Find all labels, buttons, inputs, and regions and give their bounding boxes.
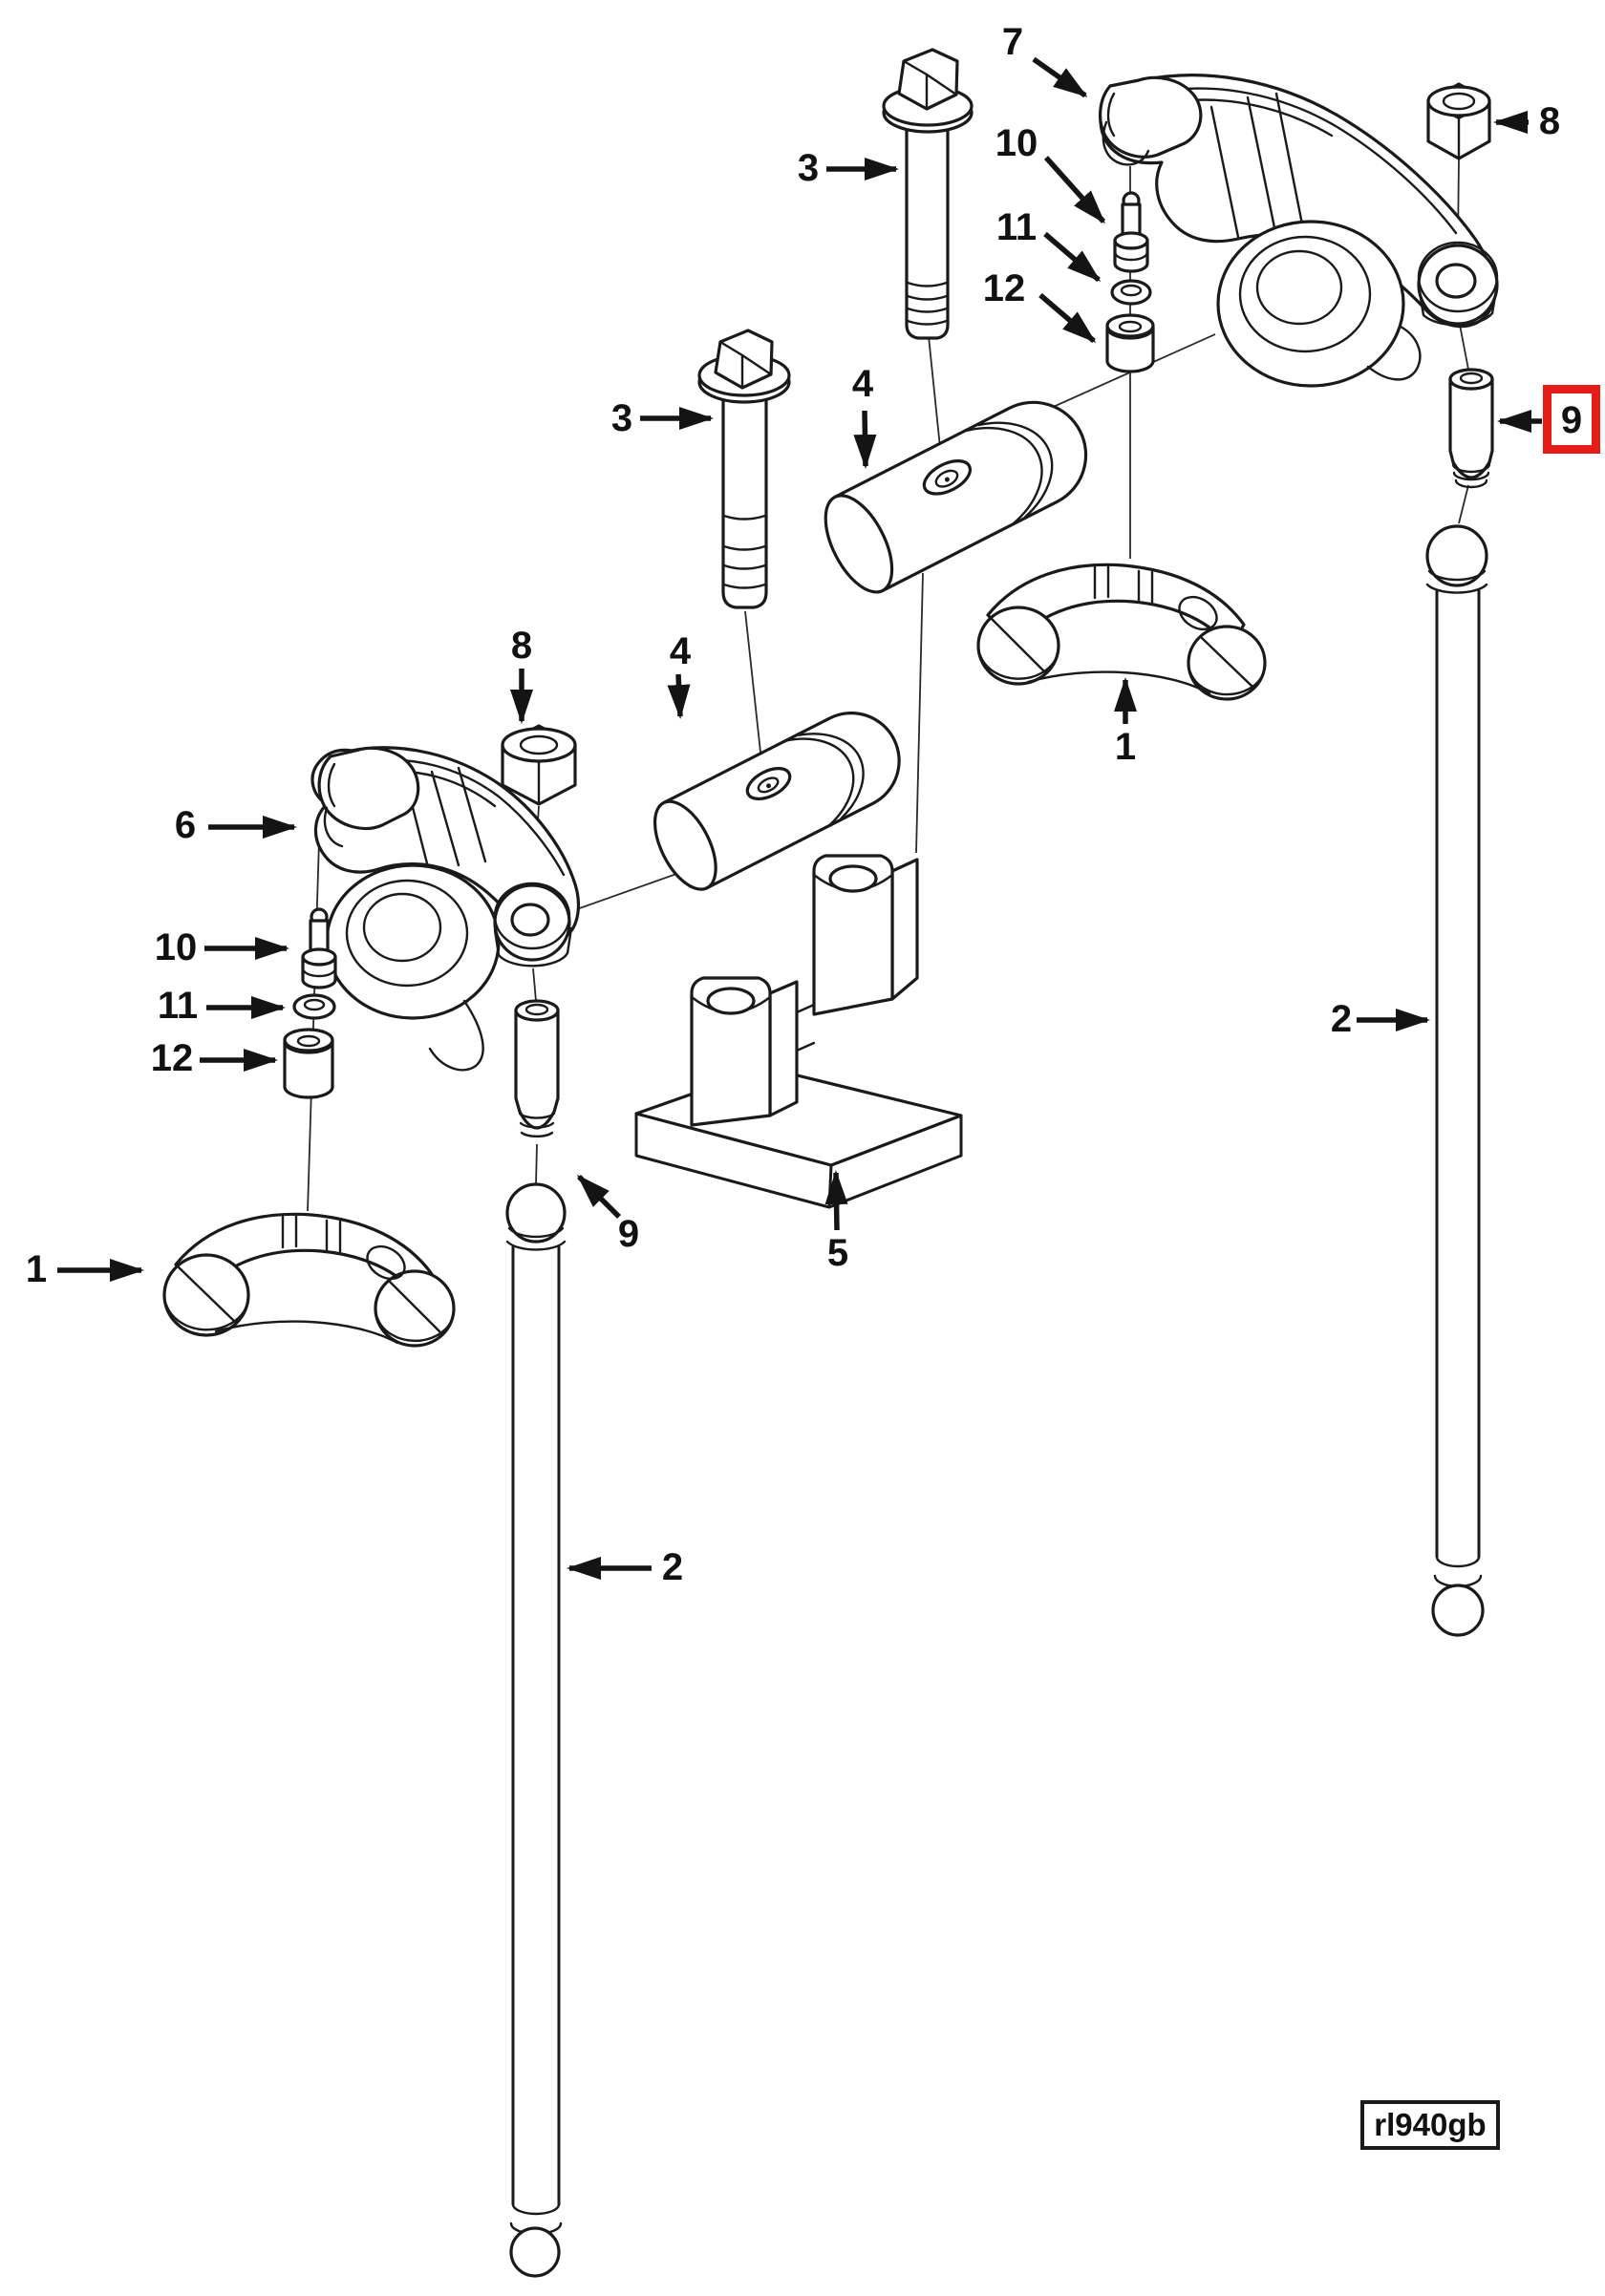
callout-10-left[interactable]: 10 xyxy=(154,926,198,968)
callout-6[interactable]: 6 xyxy=(174,804,197,846)
part-12-bushing-left xyxy=(283,1028,334,1099)
part-4-trunnion-mid xyxy=(653,712,901,891)
arrow-7 xyxy=(1032,56,1088,98)
arrow-12-right xyxy=(1038,292,1097,344)
callout-9-mid[interactable]: 9 xyxy=(617,1213,640,1255)
callout-2-left[interactable]: 2 xyxy=(661,1546,684,1588)
part-10-adjusting-screw-left xyxy=(301,907,337,989)
diagram-code: rl940gb xyxy=(1360,2100,1500,2150)
part-1-retainer-right xyxy=(976,563,1267,701)
callout-10-right[interactable]: 10 xyxy=(995,122,1038,164)
part-10-adjusting-screw-right xyxy=(1113,191,1149,273)
callout-9-right-highlighted[interactable]: 9 xyxy=(1543,385,1600,454)
callout-11-left[interactable]: 11 xyxy=(157,985,199,1027)
part-3-bolt-mid xyxy=(697,329,791,609)
callout-12-right[interactable]: 12 xyxy=(982,267,1026,309)
callout-4-top[interactable]: 4 xyxy=(851,363,874,405)
arrow-11-right xyxy=(1043,231,1102,283)
arrow-4-top xyxy=(853,410,877,469)
callout-1-left[interactable]: 1 xyxy=(25,1248,48,1290)
part-4-trunnion-top xyxy=(824,400,1088,594)
callout-11-right[interactable]: 11 xyxy=(995,206,1038,248)
callout-arrows xyxy=(57,56,1542,1580)
part-5-guide-bracket xyxy=(634,854,963,1209)
part-7-rocker-arm xyxy=(1099,74,1499,388)
part-1-retainer-left xyxy=(162,1212,456,1348)
part-9-socket-mid xyxy=(514,999,560,1137)
callout-8-left[interactable]: 8 xyxy=(510,625,533,667)
callout-3-top[interactable]: 3 xyxy=(797,147,820,189)
part-12-bushing-right xyxy=(1105,313,1155,373)
callout-12-left[interactable]: 12 xyxy=(150,1037,194,1079)
part-2-pushrod-left xyxy=(505,1182,567,2278)
part-11-oring-right xyxy=(1110,279,1152,306)
arrow-5 xyxy=(824,1170,848,1231)
callout-1-right[interactable]: 1 xyxy=(1114,726,1137,768)
callout-7[interactable]: 7 xyxy=(1001,21,1024,63)
part-2-pushrod-right xyxy=(1425,524,1488,1637)
part-6-rocker-arm xyxy=(310,746,581,1072)
callout-8-right[interactable]: 8 xyxy=(1538,100,1561,142)
callout-3-mid[interactable]: 3 xyxy=(610,397,633,439)
callout-5[interactable]: 5 xyxy=(826,1232,849,1274)
part-3-bolt-top xyxy=(882,48,974,340)
arrow-10-right xyxy=(1043,156,1106,224)
arrow-4-mid xyxy=(667,673,691,719)
callout-2-right[interactable]: 2 xyxy=(1330,998,1353,1040)
arrow-9-mid xyxy=(576,1174,621,1219)
part-8-nut-right xyxy=(1426,82,1491,160)
callout-4-mid[interactable]: 4 xyxy=(669,630,692,672)
part-8-nut-left xyxy=(501,724,577,806)
part-9-socket-right xyxy=(1448,368,1494,489)
part-11-oring-left xyxy=(292,993,336,1020)
